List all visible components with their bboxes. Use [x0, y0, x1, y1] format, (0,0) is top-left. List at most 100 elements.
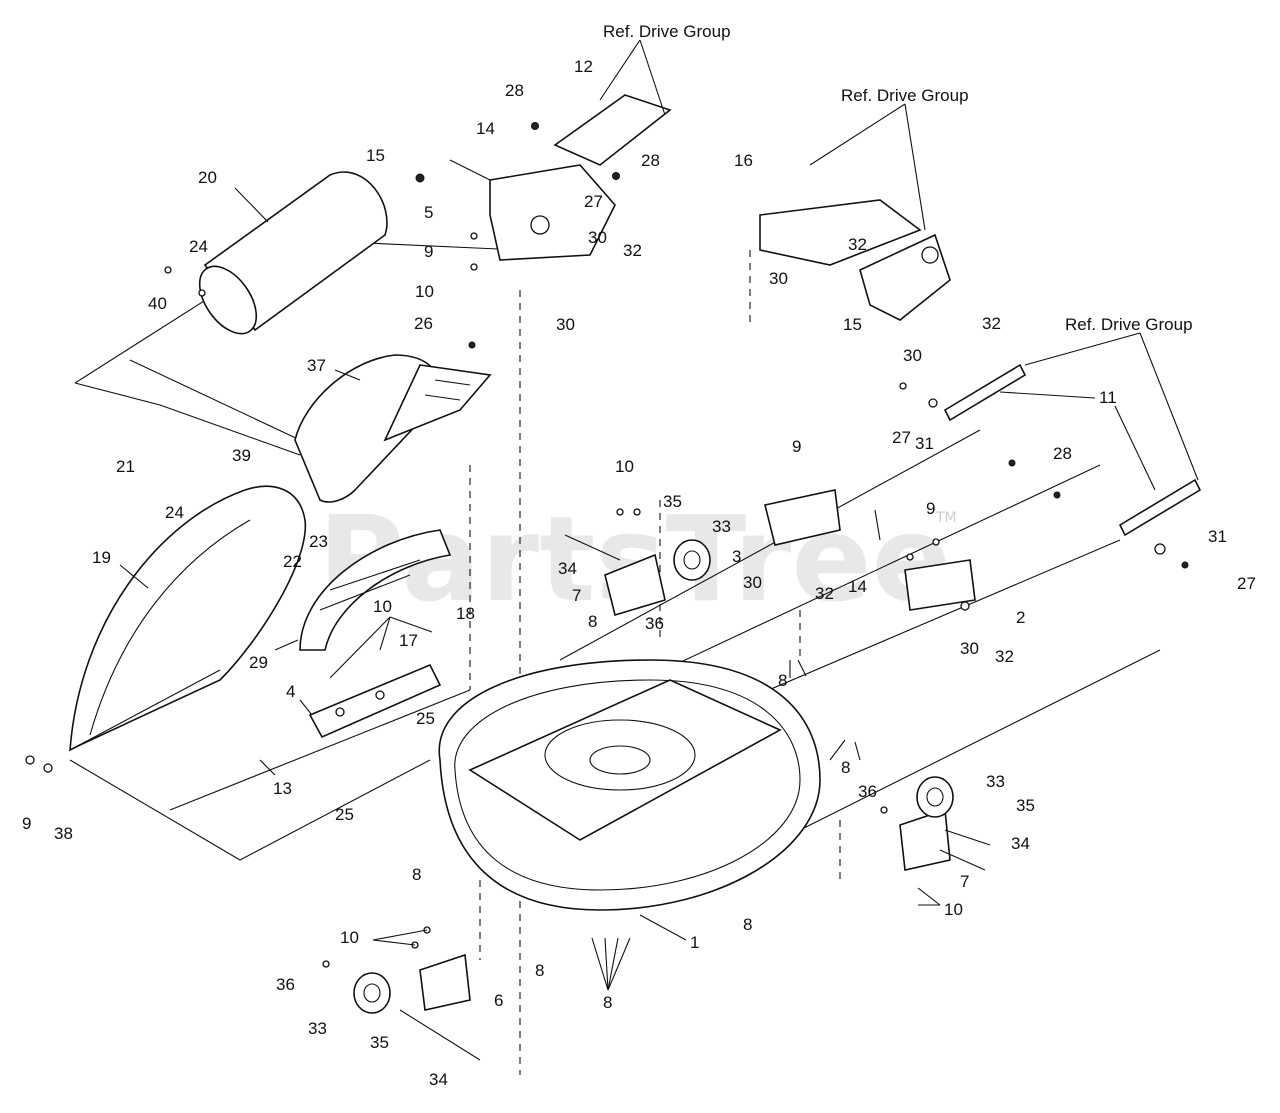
- callout-18: 18: [456, 604, 475, 623]
- callout-31: 31: [1208, 527, 1227, 546]
- callout-26: 26: [414, 314, 433, 333]
- upper-bracket-part: [489, 164, 616, 261]
- callout-9: 9: [926, 499, 935, 518]
- callout-4: 4: [286, 682, 295, 701]
- callout-32: 32: [982, 314, 1001, 333]
- callout-3: 3: [732, 547, 741, 566]
- deflector-part: [299, 529, 452, 651]
- callout-11: 11: [1099, 388, 1117, 407]
- linkage-assembly-part: [759, 199, 951, 321]
- callout-30: 30: [556, 315, 575, 334]
- callout-10: 10: [340, 928, 359, 947]
- callout-19: 19: [92, 548, 111, 567]
- callout-17: 17: [399, 631, 418, 650]
- callout-9: 9: [424, 242, 433, 261]
- callout-8: 8: [841, 758, 850, 777]
- callout-24: 24: [189, 237, 208, 256]
- callout-34: 34: [1011, 834, 1030, 853]
- callout-14: 14: [476, 119, 495, 138]
- callout-31: 31: [915, 434, 934, 453]
- callout-29: 29: [249, 653, 268, 672]
- callout-10: 10: [615, 457, 634, 476]
- callout-20: 20: [198, 168, 217, 187]
- callout-25: 25: [416, 709, 435, 728]
- callout-14: 14: [848, 577, 867, 596]
- callout-7: 7: [572, 586, 581, 605]
- callout-28: 28: [505, 81, 524, 100]
- callout-27: 27: [892, 428, 911, 447]
- anti-scalp-wheel-right: [899, 776, 954, 871]
- callout-9: 9: [22, 814, 31, 833]
- callout-40: 40: [148, 294, 167, 313]
- callout-32: 32: [815, 584, 834, 603]
- callout-15: 15: [366, 146, 385, 165]
- callout-24: 24: [165, 503, 184, 522]
- callout-22: 22: [283, 552, 302, 571]
- callout-10: 10: [944, 900, 963, 919]
- callout-32: 32: [623, 241, 642, 260]
- callout-32: 32: [995, 647, 1014, 666]
- callout-36: 36: [276, 975, 295, 994]
- callout-8: 8: [412, 865, 421, 884]
- callout-8: 8: [535, 961, 544, 980]
- reference-labels: Ref. Drive Group Ref. Drive Group Ref. D…: [603, 22, 1193, 334]
- callout-5: 5: [424, 203, 433, 222]
- callout-21: 21: [116, 457, 135, 476]
- callout-23: 23: [309, 532, 328, 551]
- discharge-chute-part: [69, 485, 307, 752]
- hinge-rod-part: [169, 689, 471, 811]
- callout-33: 33: [308, 1019, 327, 1038]
- callout-39: 39: [232, 446, 251, 465]
- callout-30: 30: [903, 346, 922, 365]
- callout-27: 27: [1237, 574, 1256, 593]
- callout-30: 30: [769, 269, 788, 288]
- watermark-trademark: TM: [935, 510, 957, 526]
- ref-drive-group-label: Ref. Drive Group: [1065, 315, 1193, 334]
- callout-8: 8: [603, 993, 612, 1012]
- callout-35: 35: [370, 1033, 389, 1052]
- callout-6: 6: [494, 991, 503, 1010]
- discharge-tube-part: [198, 171, 388, 335]
- callout-36: 36: [858, 782, 877, 801]
- callout-32: 32: [848, 235, 867, 254]
- callout-1: 1: [690, 933, 699, 952]
- callout-12: 12: [574, 57, 593, 76]
- callout-8: 8: [778, 671, 787, 690]
- ref-drive-group-label: Ref. Drive Group: [603, 22, 731, 41]
- callout-8: 8: [588, 612, 597, 631]
- callout-38: 38: [54, 824, 73, 843]
- assembly-guide-lines: [69, 239, 1161, 861]
- mower-deck-part: [438, 659, 821, 911]
- callout-numbers: 28 12 14 15 28 27 20 5 9 30 32 24 40 30 …: [22, 57, 1256, 1089]
- callout-13: 13: [273, 779, 292, 798]
- callout-27: 27: [584, 192, 603, 211]
- callout-30: 30: [588, 228, 607, 247]
- callout-34: 34: [429, 1070, 448, 1089]
- callout-28: 28: [641, 151, 660, 170]
- callout-30: 30: [960, 639, 979, 658]
- leader-lines: [119, 39, 1199, 991]
- ref-drive-group-label: Ref. Drive Group: [841, 86, 969, 105]
- callout-35: 35: [663, 492, 682, 511]
- drive-rod-parts: [553, 94, 1202, 537]
- callout-9: 9: [792, 437, 801, 456]
- hinge-bracket-part: [308, 663, 442, 739]
- callout-2: 2: [1016, 608, 1025, 627]
- chute-cover-part: [294, 354, 492, 503]
- callout-10: 10: [373, 597, 392, 616]
- callout-33: 33: [986, 772, 1005, 791]
- anti-scalp-wheel-center: [604, 539, 711, 617]
- callout-7: 7: [960, 872, 969, 891]
- callout-25: 25: [335, 805, 354, 824]
- callout-36: 36: [645, 614, 664, 633]
- callout-16: 16: [734, 151, 753, 170]
- callout-8: 8: [743, 915, 752, 934]
- callout-37: 37: [307, 356, 326, 375]
- callout-30: 30: [743, 573, 762, 592]
- callout-34: 34: [558, 559, 577, 578]
- side-brackets-part: [764, 489, 976, 611]
- callout-10: 10: [415, 282, 434, 301]
- anti-scalp-wheel-left: [353, 953, 481, 1061]
